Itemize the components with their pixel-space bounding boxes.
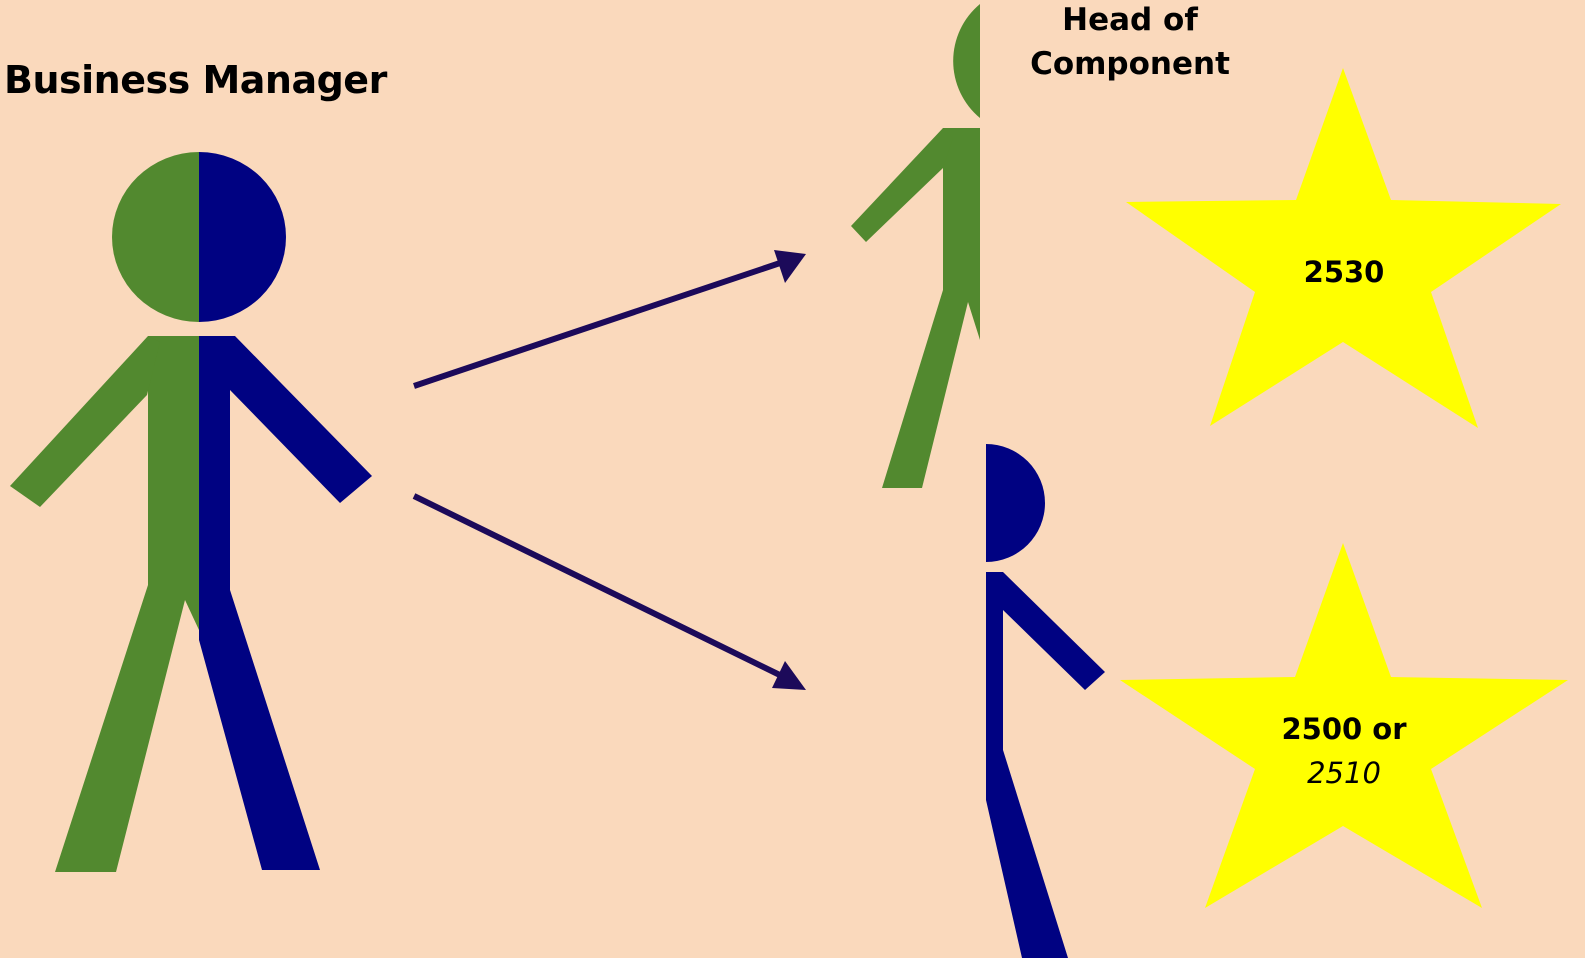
arrow-to-lower-figure: [414, 496, 790, 680]
business-manager-green-half: [10, 152, 199, 872]
arrow-to-head-of-component: [414, 258, 795, 386]
arrows: [414, 250, 806, 690]
lower-figure: [986, 444, 1105, 958]
star-2530-label: 2530: [1244, 250, 1444, 294]
business-manager-label: Business Manager: [4, 58, 387, 102]
star-2530: [1126, 68, 1561, 428]
head-of-component-label: Head of Component: [1010, 0, 1250, 90]
head-of-component-line2: Component: [1010, 38, 1250, 90]
star-2500-label: 2500 or: [1244, 707, 1444, 751]
star-2500-2510-label: 2500 or 2510: [1244, 707, 1444, 795]
star-2510-label: 2510: [1244, 751, 1444, 795]
business-manager-navy-half: [199, 152, 372, 870]
business-manager-figure: [10, 152, 372, 872]
head-of-component-figure: [851, 4, 980, 488]
